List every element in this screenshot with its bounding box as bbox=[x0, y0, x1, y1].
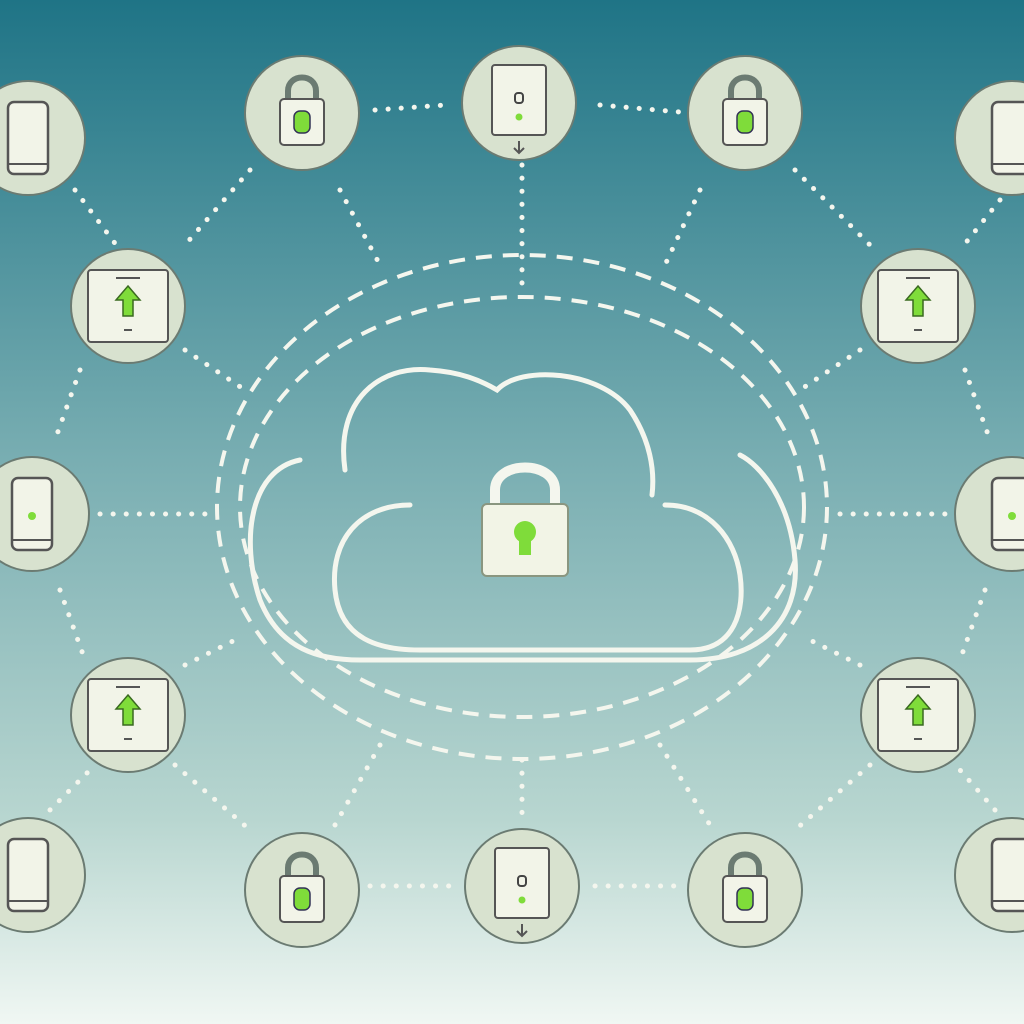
phone-icon bbox=[6, 837, 50, 913]
dotted-connection bbox=[807, 637, 863, 668]
device-node bbox=[0, 817, 86, 933]
dotted-connection bbox=[57, 587, 88, 663]
device-node bbox=[954, 817, 1024, 933]
dotted-connection bbox=[792, 167, 873, 248]
phone-icon bbox=[990, 837, 1024, 913]
lock-icon bbox=[279, 74, 325, 146]
phone-icon bbox=[10, 476, 54, 552]
lock-icon bbox=[722, 851, 768, 923]
device-node bbox=[244, 832, 360, 948]
upload-box-icon bbox=[87, 269, 169, 343]
dotted-connection bbox=[597, 102, 683, 115]
dotted-connection bbox=[957, 197, 1003, 253]
phone-icon bbox=[990, 476, 1024, 552]
dotted-connection bbox=[52, 367, 83, 443]
device-node bbox=[70, 248, 186, 364]
lock-icon bbox=[722, 74, 768, 146]
security-ring bbox=[215, 253, 829, 761]
device-node bbox=[860, 657, 976, 773]
inner-dashed-ring bbox=[238, 295, 806, 719]
cloud-icon bbox=[247, 367, 798, 663]
upload-box-icon bbox=[877, 269, 959, 343]
dotted-connection bbox=[337, 187, 383, 268]
lock-icon bbox=[279, 851, 325, 923]
dotted-connection bbox=[657, 742, 713, 828]
device-node bbox=[0, 80, 86, 196]
dotted-connection bbox=[962, 367, 993, 443]
upload-box-icon bbox=[87, 678, 169, 752]
device-node bbox=[954, 456, 1024, 572]
dotted-connection bbox=[372, 102, 448, 113]
dotted-connection bbox=[332, 742, 383, 828]
device-node bbox=[461, 45, 577, 161]
device-node bbox=[687, 832, 803, 948]
dotted-connection bbox=[182, 347, 248, 393]
phone-icon bbox=[990, 100, 1024, 176]
center-lock-icon bbox=[481, 462, 569, 577]
device-node bbox=[464, 828, 580, 944]
device-node bbox=[860, 248, 976, 364]
phone-icon bbox=[6, 100, 50, 176]
dotted-connection bbox=[47, 767, 93, 813]
dotted-connection bbox=[957, 767, 998, 813]
tablet-download-icon bbox=[494, 847, 550, 938]
tablet-download-icon bbox=[491, 64, 547, 155]
outer-dashed-ring bbox=[215, 253, 829, 761]
device-node bbox=[244, 55, 360, 171]
dotted-connection bbox=[957, 587, 988, 663]
device-nodes bbox=[0, 45, 1024, 948]
device-node bbox=[0, 456, 90, 572]
device-node bbox=[687, 55, 803, 171]
dotted-connection bbox=[797, 347, 863, 393]
upload-box-icon bbox=[877, 678, 959, 752]
device-node bbox=[70, 657, 186, 773]
connection-lines bbox=[47, 102, 1003, 889]
device-node bbox=[954, 80, 1024, 196]
dotted-connection bbox=[662, 187, 703, 268]
dotted-connection bbox=[182, 637, 238, 668]
dotted-connection bbox=[72, 187, 123, 253]
